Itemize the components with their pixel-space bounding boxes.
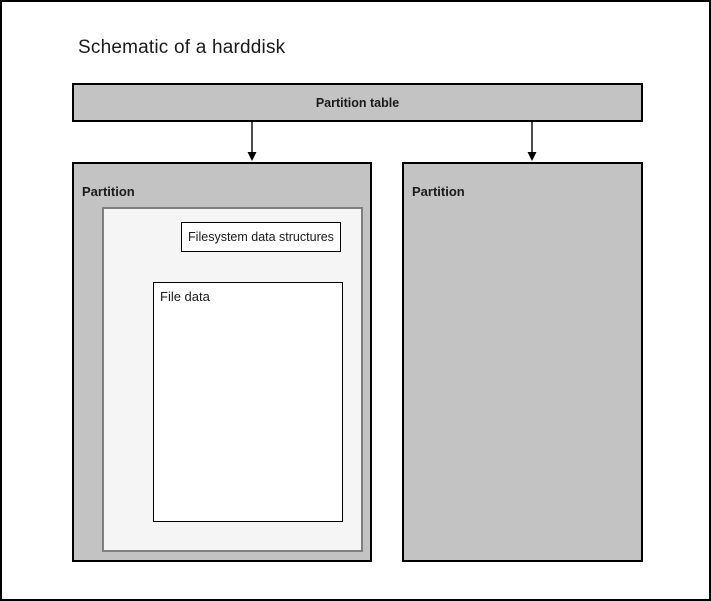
arrow-partition-table-to-left-partition	[247, 122, 257, 161]
right-partition-box: Partition	[402, 162, 643, 562]
partition-table-box: Partition table	[72, 83, 643, 122]
filesystem-data-structures-box: Filesystem data structures	[181, 222, 341, 252]
right-partition-label: Partition	[412, 184, 465, 199]
left-partition-label: Partition	[82, 184, 135, 199]
file-data-box: File data	[153, 282, 343, 522]
diagram-title: Schematic of a harddisk	[78, 37, 286, 58]
arrow-partition-table-to-right-partition	[527, 122, 537, 161]
partition-table-label: Partition table	[315, 95, 400, 110]
file-data-label: File data	[160, 289, 210, 304]
filesystem-data-structures-label: Filesystem data structures	[188, 230, 334, 244]
